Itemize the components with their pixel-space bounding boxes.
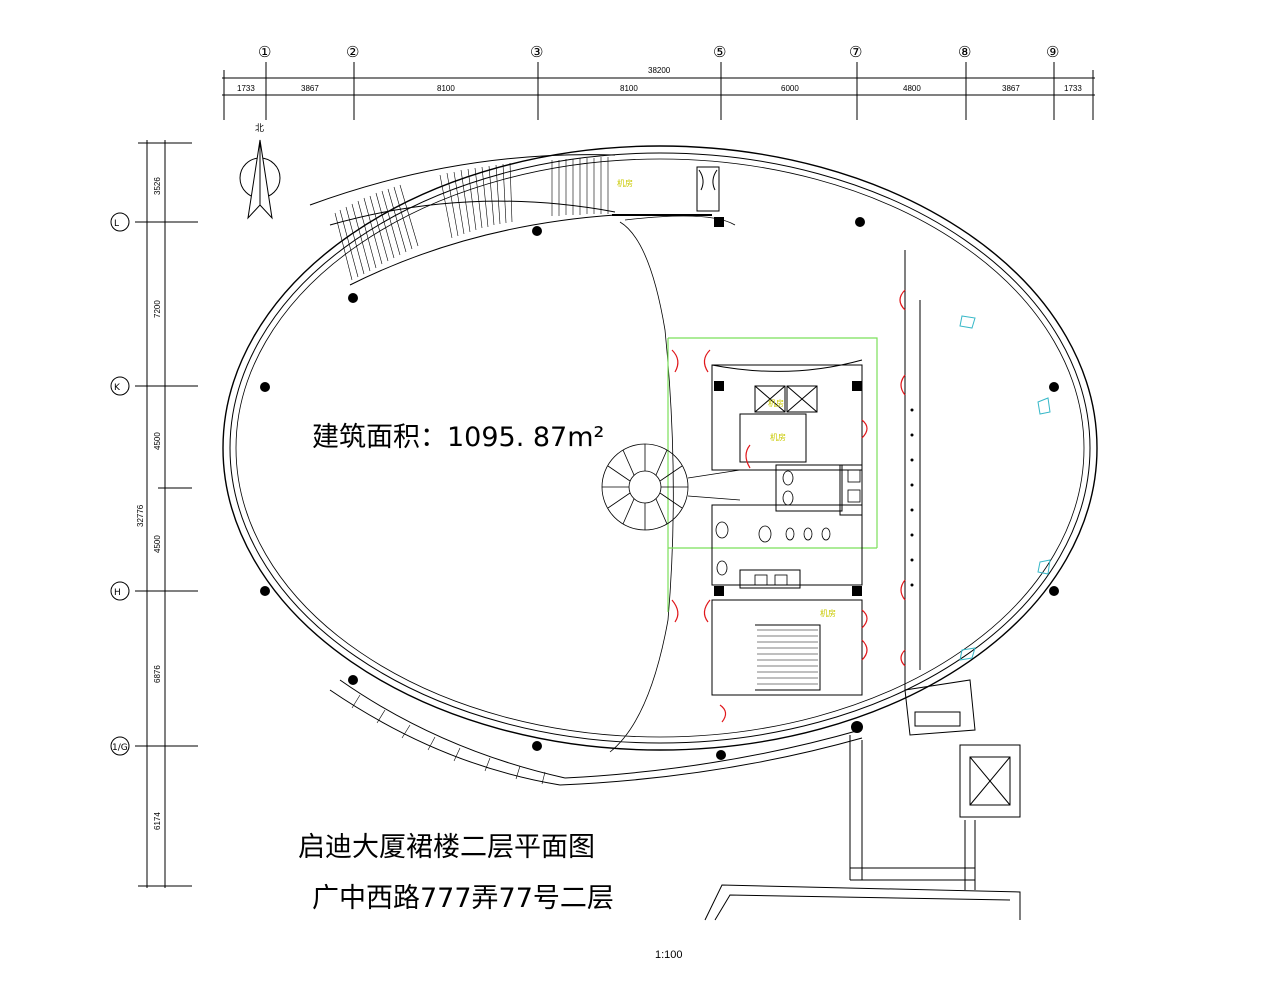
north-entrance [612, 166, 720, 216]
top-dim-1: 1733 [237, 84, 255, 93]
overall-dimension-left: 32776 [136, 504, 145, 527]
axis-1G-label: 1/G [112, 743, 128, 753]
room-label-stair: 机房 [820, 608, 836, 618]
left-dim-2: 7200 [153, 300, 162, 318]
southeast-annex [704, 679, 1021, 921]
interior-curve-wall [609, 215, 736, 753]
top-dim-7: 3867 [1002, 84, 1020, 93]
axis-H-label: H [114, 588, 121, 598]
north-arrow-icon [239, 139, 281, 220]
window-marks [959, 315, 1051, 661]
axis-2-label: ② [346, 44, 359, 61]
axis-7-label: ⑦ [849, 44, 862, 61]
overall-dimension-top: 38200 [648, 66, 671, 75]
axis-1-label: ① [258, 44, 271, 61]
left-dimension-chain [110, 140, 198, 888]
toilet-fixtures [715, 469, 861, 586]
top-dim-2: 3867 [301, 84, 319, 93]
axis-L-label: L [114, 219, 119, 229]
room-label-north: 机房 [617, 178, 633, 188]
room-label-elevator: 机房 [768, 398, 784, 408]
drawing-title: 启迪大厦裙楼二层平面图 [298, 832, 595, 863]
floor-area-text: 建筑面积：1095. 87m² [312, 422, 604, 453]
north-stair-band [309, 154, 616, 286]
top-dim-8: 1733 [1064, 84, 1082, 93]
south-stair-band [329, 679, 863, 786]
building-outline [222, 145, 1098, 751]
top-dim-6: 4800 [903, 84, 921, 93]
left-dim-4: 4500 [153, 535, 162, 553]
left-dim-5: 6876 [153, 665, 162, 683]
drawing-scale: 1:100 [655, 949, 683, 961]
top-dim-4: 8100 [620, 84, 638, 93]
core-walls [711, 359, 863, 696]
axis-8-label: ⑧ [958, 44, 971, 61]
door-swings [671, 289, 906, 723]
axis-K-label: K [114, 383, 121, 393]
top-dimension-chain [222, 62, 1095, 120]
core-area-boundary [667, 337, 878, 612]
top-dim-5: 6000 [781, 84, 799, 93]
top-dim-3: 8100 [437, 84, 455, 93]
east-corridor [904, 250, 921, 690]
left-dim-3: 4500 [153, 432, 162, 450]
room-label-core: 机房 [770, 432, 786, 442]
axis-3-label: ③ [530, 44, 543, 61]
north-label: 北 [255, 123, 264, 134]
left-dim-6: 6174 [153, 812, 162, 830]
structural-columns [260, 217, 1059, 760]
axis-5-label: ⑤ [713, 44, 726, 61]
left-dim-1: 3526 [153, 177, 162, 195]
spiral-stair [601, 443, 741, 531]
stair-treads-north [334, 157, 609, 281]
drawing-address: 广中西路777弄77号二层 [312, 883, 614, 914]
axis-9-label: ⑨ [1046, 44, 1059, 61]
